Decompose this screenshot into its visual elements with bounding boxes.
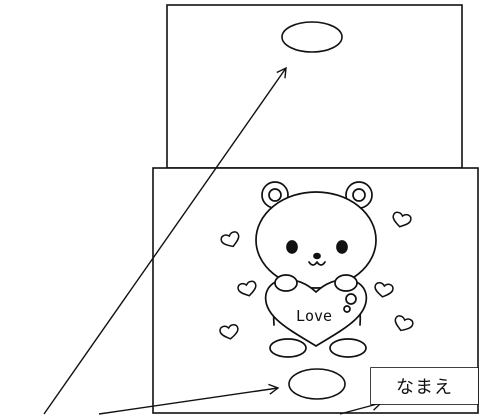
small-heart [237,280,257,297]
small-heart [374,281,394,298]
small-heart [219,323,239,340]
heart-love-text: Love [296,307,332,325]
small-heart [392,211,412,228]
arrow-to-top-oval [43,66,287,415]
name-label: なまえ [371,368,478,404]
arrow-to-name-box [339,399,383,415]
decorative-hearts [219,211,414,340]
top-panel [166,4,463,169]
small-heart [220,231,240,248]
top-oval-hole [281,21,343,53]
small-heart [394,315,414,332]
bear-illustration [255,181,377,358]
arrow-to-bottom-oval [98,383,280,415]
bottom-oval-hole [288,368,346,400]
